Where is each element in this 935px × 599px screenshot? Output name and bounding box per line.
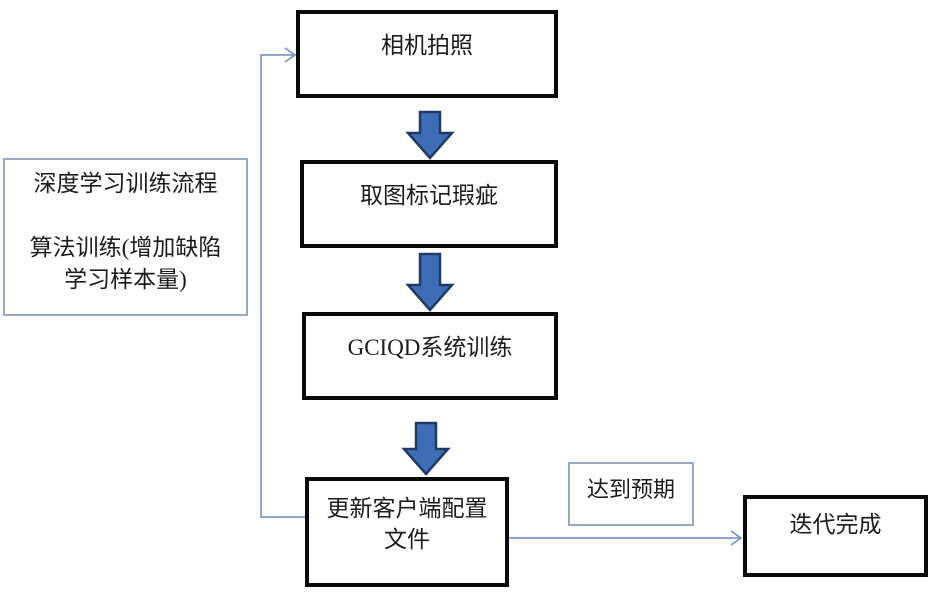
label-expectation-met: 达到预期 xyxy=(568,462,694,526)
node-iteration-done-label: 迭代完成 xyxy=(789,512,882,537)
done-connector xyxy=(508,530,743,546)
note-line-2: 算法训练(增加缺陷 xyxy=(29,235,222,260)
down-arrow-icon-2 xyxy=(405,252,455,312)
down-arrow-icon-1 xyxy=(405,110,455,160)
feedback-line xyxy=(260,54,305,518)
note-spacer xyxy=(5,200,246,232)
node-camera-capture: 相机拍照 xyxy=(296,10,558,98)
node-mark-defects: 取图标记瑕疵 xyxy=(300,160,558,248)
node-camera-capture-label: 相机拍照 xyxy=(381,33,473,58)
down-arrow-icon-3 xyxy=(401,421,451,476)
note-line-3: 学习样本量) xyxy=(64,267,187,292)
node-mark-defects-label: 取图标记瑕疵 xyxy=(360,183,498,208)
label-expectation-met-text: 达到预期 xyxy=(586,477,675,502)
feedback-arrowhead-icon xyxy=(284,47,297,63)
node-system-training: GCIQD系统训练 xyxy=(302,312,558,400)
note-line-1: 深度学习训练流程 xyxy=(33,171,218,196)
feedback-connector xyxy=(260,47,305,518)
node-update-client-config: 更新客户端配置文件 xyxy=(305,477,509,587)
note-training-process: 深度学习训练流程 算法训练(增加缺陷 学习样本量) xyxy=(3,158,248,316)
node-system-training-label: GCIQD系统训练 xyxy=(347,335,513,360)
node-update-client-config-label: 更新客户端配置文件 xyxy=(326,496,488,552)
node-iteration-done: 迭代完成 xyxy=(743,495,928,577)
done-arrowhead-icon xyxy=(730,530,743,546)
